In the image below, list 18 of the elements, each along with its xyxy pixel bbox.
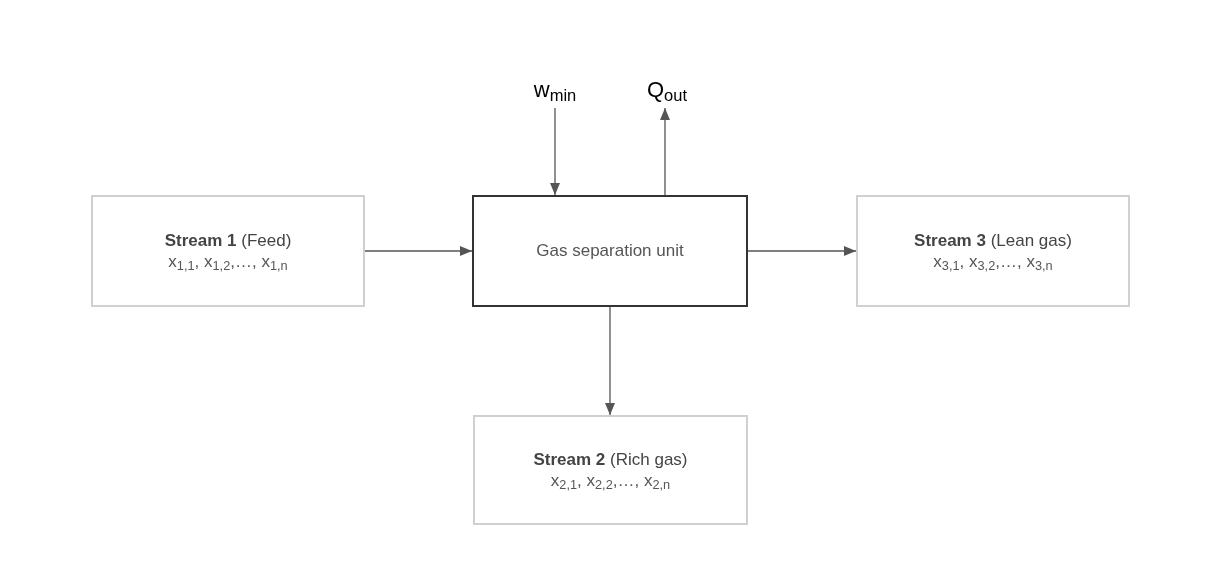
composition-text: x$_{2,1}$, x$_{2,2}$,…, x$_{2,n}$: [550, 470, 671, 492]
stream-title: Stream 2 (Rich gas): [533, 448, 688, 470]
arrow: [747, 246, 857, 256]
process-box: [472, 195, 748, 307]
variable-symbol: Q$_{out}$: [646, 76, 688, 104]
arrow: [660, 107, 670, 196]
stream-box: [473, 415, 748, 525]
arrow: [605, 306, 615, 416]
composition-text: x$_{1,1}$, x$_{1,2}$,…, x$_{1,n}$: [168, 251, 288, 273]
arrow: [550, 107, 560, 196]
arrow: [364, 246, 473, 256]
composition-text: x$_{3,1}$, x$_{3,2}$,…, x$_{3,n}$: [933, 251, 1053, 273]
stream-box: [91, 195, 365, 307]
unit-name: Gas separation unit: [536, 240, 684, 262]
stream-title: Stream 3 (Lean gas): [914, 229, 1072, 251]
variable-symbol: w$_{min}$: [533, 76, 577, 104]
stream-box: [856, 195, 1130, 307]
stream-title: Stream 1 (Feed): [164, 229, 292, 251]
